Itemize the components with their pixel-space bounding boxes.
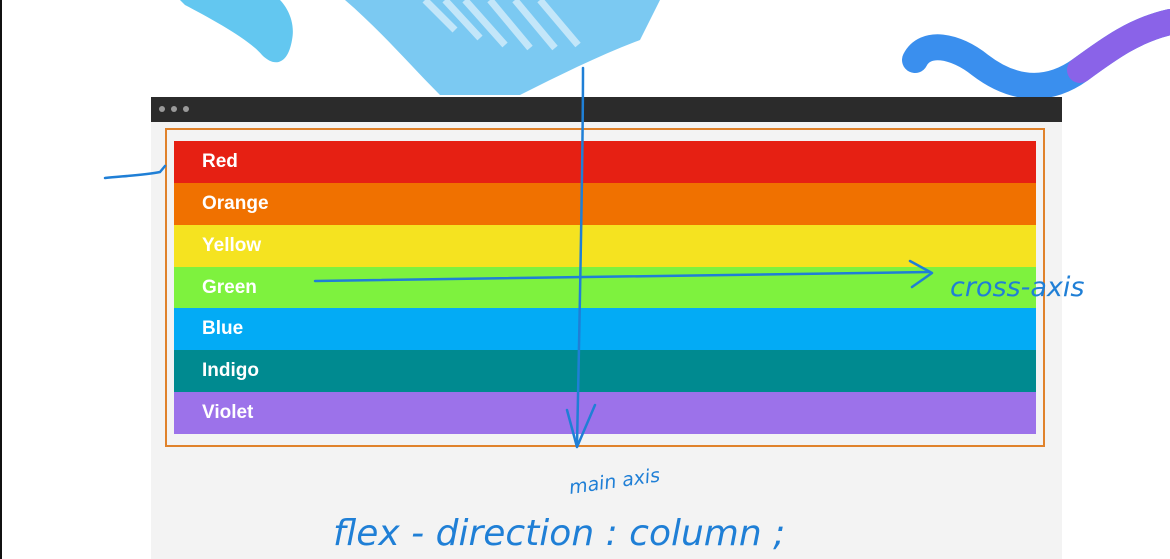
band-green: Green	[174, 266, 1036, 309]
band-label: Violet	[202, 402, 254, 424]
flex-container: Red Orange Yellow Green Blue Indigo Viol…	[165, 128, 1045, 447]
window-titlebar	[151, 97, 1062, 122]
band-indigo: Indigo	[174, 350, 1036, 393]
band-label: Blue	[202, 318, 244, 340]
band-label: Red	[202, 150, 238, 172]
left-edge-bar	[0, 0, 2, 559]
band-orange: Orange	[174, 182, 1036, 225]
band-label: Yellow	[202, 234, 262, 256]
window-dot	[159, 106, 165, 112]
band-label: Orange	[202, 192, 269, 214]
band-yellow: Yellow	[174, 224, 1036, 267]
band-violet: Violet	[174, 392, 1036, 435]
band-label: Indigo	[202, 360, 259, 382]
window-dot	[171, 106, 177, 112]
band-red: Red	[174, 141, 1036, 183]
window-dot	[183, 106, 189, 112]
band-blue: Blue	[174, 308, 1036, 351]
band-label: Green	[202, 276, 257, 298]
